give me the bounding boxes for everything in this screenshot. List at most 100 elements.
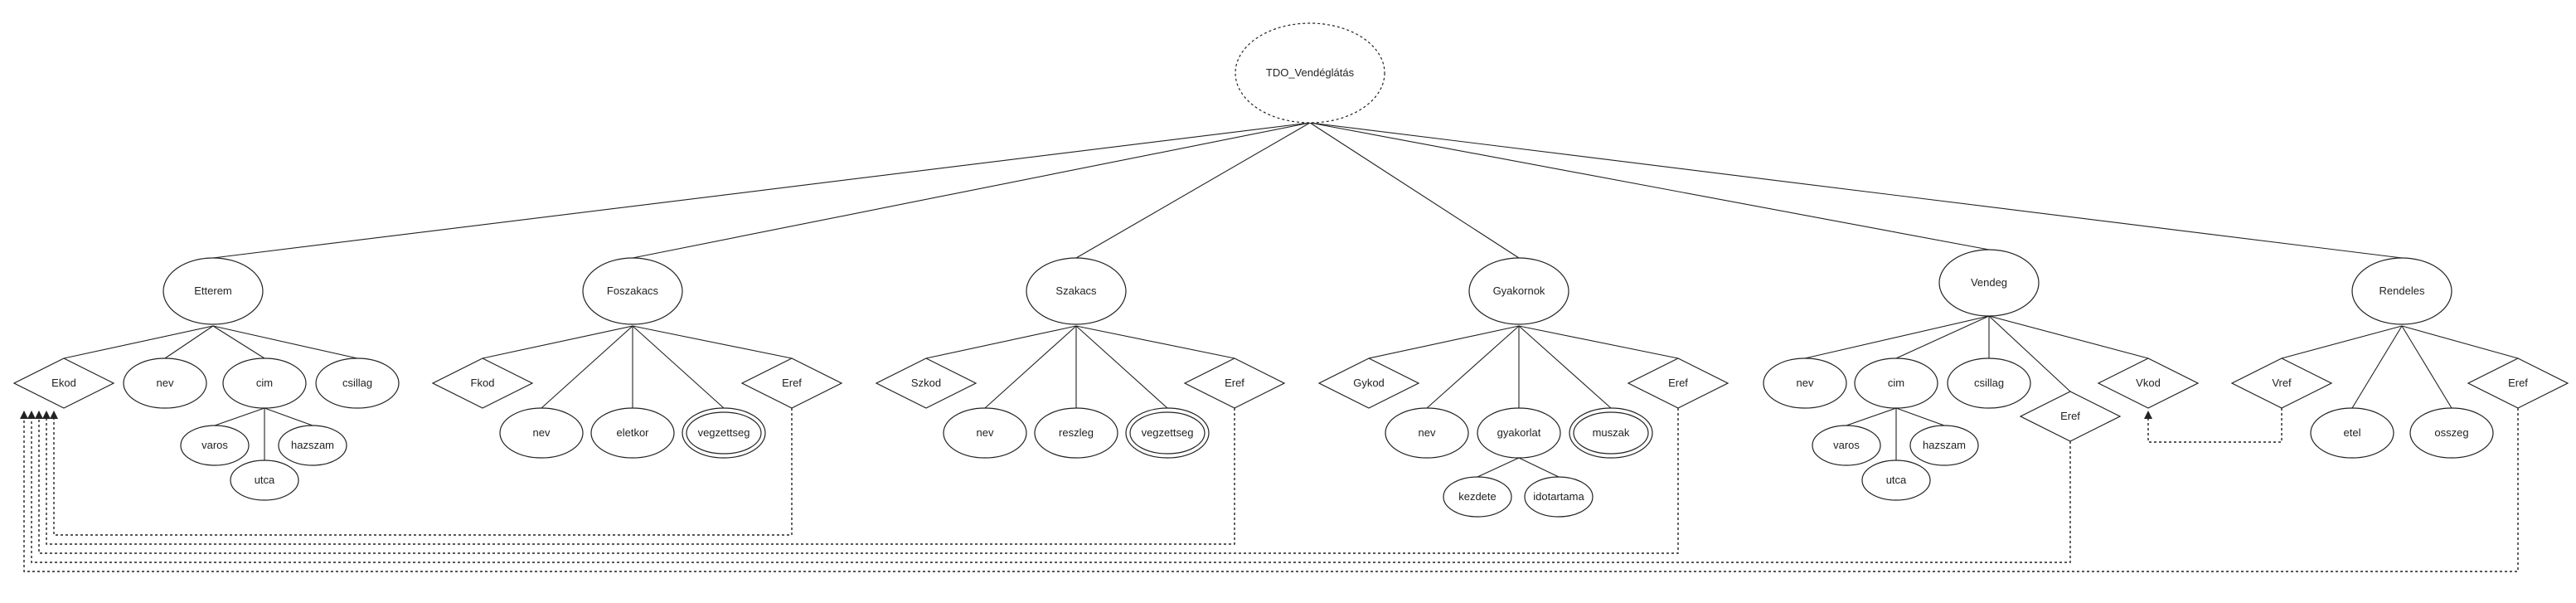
label-etterem_csillag: csillag	[342, 377, 372, 389]
label-gyakornok_eref: Eref	[1668, 377, 1688, 389]
edge-etterem_cim	[212, 325, 265, 359]
key-foszakacs_eref: Eref	[740, 357, 843, 409]
key-vendeg_vkod: Vkod	[2097, 357, 2200, 409]
label-vendeg_eref: Eref	[2060, 410, 2080, 422]
label-etterem_varos: varos	[201, 439, 228, 451]
edge-rendeles_etel	[2351, 325, 2403, 409]
key-szakacs_eref: Eref	[1183, 357, 1286, 409]
entity-label-gyakornok: Gyakornok	[1493, 284, 1545, 297]
edge-root-etterem	[212, 122, 1311, 259]
label-vendeg_vkod: Vkod	[2136, 377, 2161, 389]
multivalued-attribute-foszakacs_vegzettseg: vegzettseg	[682, 407, 766, 459]
label-foszakacs_eletkor: eletkor	[616, 426, 649, 439]
label-foszakacs_vegzettseg: vegzettseg	[698, 426, 750, 439]
key-gyakornok_eref: Eref	[1627, 357, 1729, 409]
attribute-etterem_utca: utca	[230, 460, 299, 501]
edge-gyakornok_nev	[1426, 325, 1520, 409]
edge-root-vendeg	[1309, 122, 1990, 250]
key-gyakornok_gykod: Gykod	[1317, 357, 1420, 409]
edge-vendeg_varos	[1846, 407, 1897, 426]
label-etterem_cim: cim	[256, 377, 273, 389]
attribute-vendeg_utca: utca	[1861, 460, 1931, 501]
attribute-rendeles_osszeg: osszeg	[2409, 407, 2494, 459]
label-rendeles_osszeg: osszeg	[2434, 426, 2468, 439]
label-rendeles_vref: Vref	[2272, 377, 2292, 389]
attribute-vendeg_cim: cim	[1854, 357, 1938, 409]
edge-vendeg_hazszam	[1895, 407, 1945, 426]
edge-vendeg_cim	[1895, 315, 1990, 359]
edge-etterem_varos	[214, 407, 265, 426]
attribute-vendeg_hazszam: hazszam	[1909, 425, 1979, 466]
edge-szakacs_eref	[1075, 325, 1235, 359]
attribute-etterem_hazszam: hazszam	[278, 425, 347, 466]
label-rendeles_eref: Eref	[2508, 377, 2528, 389]
edge-gyakornok_muszak	[1518, 325, 1612, 409]
edge-etterem_nev	[164, 325, 214, 359]
edge-vendeg_eref	[1988, 315, 2071, 392]
entity-gyakornok: Gyakornok	[1468, 257, 1569, 325]
edge-rendeles_vref	[2281, 325, 2403, 359]
root-node: TDO_Vendéglátás	[1235, 22, 1385, 124]
reference-foszakacs_eref-to-etterem_ekod	[50, 408, 793, 536]
attribute-vendeg_nev: nev	[1763, 357, 1847, 409]
label-foszakacs_eref: Eref	[782, 377, 802, 389]
label-szakacs_szkod: Szkod	[911, 377, 941, 389]
edge-root-foszakacs	[632, 122, 1311, 259]
edge-foszakacs_vegzettseg	[632, 325, 725, 409]
edge-gyakornok_kezdete	[1477, 457, 1520, 478]
attribute-vendeg_csillag: csillag	[1947, 357, 2031, 409]
reference-vendeg_eref-to-etterem_ekod	[27, 411, 2071, 563]
label-vendeg_csillag: csillag	[1974, 377, 2004, 389]
edge-gyakornok_idotartama	[1518, 457, 1560, 478]
entity-label-szakacs: Szakacs	[1055, 284, 1097, 297]
edge-rendeles_osszeg	[2401, 325, 2452, 409]
edge-foszakacs_nev	[541, 325, 633, 409]
edge-szakacs_szkod	[925, 325, 1077, 359]
entity-label-etterem: Etterem	[194, 284, 232, 297]
attribute-rendeles_etel: etel	[2310, 407, 2394, 459]
key-vendeg_eref: Eref	[2019, 391, 2122, 442]
edge-etterem_ekod	[63, 325, 214, 359]
entity-vendeg: Vendeg	[1938, 249, 2040, 317]
label-etterem_utca: utca	[255, 474, 275, 486]
attribute-vendeg_varos: varos	[1812, 425, 1881, 466]
label-szakacs_eref: Eref	[1225, 377, 1244, 389]
reference-szakacs_eref-to-etterem_ekod	[42, 408, 1235, 545]
key-szakacs_szkod: Szkod	[875, 357, 978, 409]
label-etterem_nev: nev	[157, 377, 174, 389]
key-etterem_ekod: Ekod	[12, 357, 115, 409]
label-etterem_ekod: Ekod	[51, 377, 76, 389]
label-etterem_hazszam: hazszam	[291, 439, 334, 451]
edge-root-rendeles	[1309, 122, 2403, 259]
label-vendeg_cim: cim	[1888, 377, 1904, 389]
label-szakacs_reszleg: reszleg	[1059, 426, 1094, 439]
label-gyakornok_idotartama: idotartama	[1533, 490, 1584, 503]
edge-vendeg_vkod	[1988, 315, 2149, 359]
edge-gyakornok_gykod	[1368, 325, 1520, 359]
attribute-foszakacs_nev: nev	[499, 407, 584, 459]
attribute-gyakornok_gyakorlat: gyakorlat	[1477, 407, 1561, 459]
entity-etterem: Etterem	[163, 257, 264, 325]
reference-layer	[20, 408, 2519, 572]
entity-rendeles: Rendeles	[2351, 257, 2452, 325]
attribute-szakacs_nev: nev	[943, 407, 1027, 459]
key-rendeles_eref: Eref	[2467, 357, 2569, 409]
attribute-foszakacs_eletkor: eletkor	[590, 407, 675, 459]
edge-rendeles_eref	[2401, 325, 2519, 359]
label-vendeg_utca: utca	[1886, 474, 1907, 486]
label-gyakornok_muszak: muszak	[1593, 426, 1630, 439]
label-szakacs_vegzettseg: vegzettseg	[1142, 426, 1194, 439]
label-gyakornok_kezdete: kezdete	[1458, 490, 1497, 503]
reference-rendeles_eref-to-etterem_ekod	[20, 408, 2519, 572]
entity-label-vendeg: Vendeg	[1971, 276, 2007, 289]
label-rendeles_etel: etel	[2344, 426, 2361, 439]
attribute-etterem_csillag: csillag	[315, 357, 400, 409]
label-vendeg_varos: varos	[1833, 439, 1860, 451]
edge-root-szakacs	[1075, 122, 1311, 259]
label-vendeg_hazszam: hazszam	[1923, 439, 1966, 451]
label-gyakornok_nev: nev	[1419, 426, 1436, 439]
attribute-szakacs_reszleg: reszleg	[1034, 407, 1118, 459]
edge-root-gyakornok	[1309, 122, 1520, 259]
